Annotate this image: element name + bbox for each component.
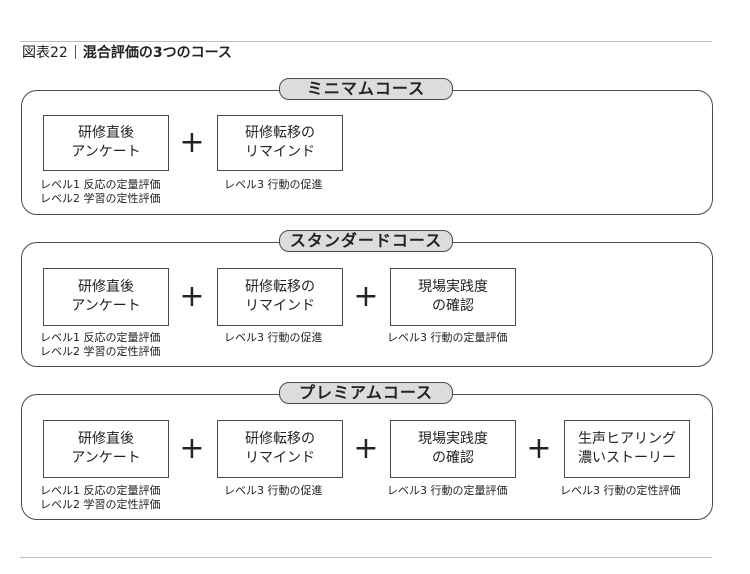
eval-line: レベル2 学習の定性評価 (40, 192, 161, 205)
top-rule (20, 41, 712, 42)
step-label-line1: 生声ヒアリング (578, 431, 676, 447)
step-label-line2: リマインド (245, 144, 315, 160)
eval-line: レベル3 行動の定性評価 (560, 484, 681, 497)
eval-line: レベル1 反応の定量評価 (40, 331, 161, 344)
step-label-line2: アンケート (71, 144, 141, 160)
step-label-line1: 研修直後 (78, 431, 134, 447)
eval-line: レベル3 行動の促進 (224, 178, 323, 191)
eval-line: レベル2 学習の定性評価 (40, 498, 161, 511)
figure-number: 図表22 (22, 45, 68, 61)
plus-sign: + (353, 279, 379, 314)
step-label-line1: 現場実践度 (418, 279, 488, 295)
premium-course-title: プレミアムコース (279, 382, 453, 404)
plus-sign: + (179, 279, 205, 314)
plus-sign: + (179, 431, 205, 466)
minimum-step-survey: 研修直後 アンケート (43, 115, 169, 171)
plus-sign: + (526, 431, 552, 466)
standard-step-practice-check: 現場実践度 の確認 (390, 268, 516, 326)
step-label-line1: 現場実践度 (418, 431, 488, 447)
standard-step-survey: 研修直後 アンケート (43, 268, 169, 326)
step-label-line1: 研修転移の (245, 431, 315, 447)
standard-course-title: スタンダードコース (279, 230, 453, 252)
figure-name: 混合評価の3つのコース (82, 45, 232, 61)
step-label-line2: リマインド (245, 298, 315, 314)
minimum-course-title: ミニマムコース (279, 78, 453, 100)
premium-step-hearing-eval: レベル3 行動の定性評価 (560, 484, 681, 498)
step-label-line2: アンケート (71, 298, 141, 314)
eval-line: レベル2 学習の定性評価 (40, 345, 161, 358)
minimum-step-survey-eval: レベル1 反応の定量評価 レベル2 学習の定性評価 (40, 178, 161, 206)
plus-sign: + (179, 125, 205, 160)
step-label-line1: 研修直後 (78, 125, 134, 141)
minimum-step-remind-eval: レベル3 行動の促進 (224, 178, 323, 192)
step-label-line1: 研修直後 (78, 279, 134, 295)
minimum-step-remind: 研修転移の リマインド (217, 115, 343, 171)
premium-step-survey-eval: レベル1 反応の定量評価 レベル2 学習の定性評価 (40, 484, 161, 512)
premium-step-practice-check-eval: レベル3 行動の定量評価 (387, 484, 508, 498)
standard-step-practice-check-eval: レベル3 行動の定量評価 (387, 331, 508, 345)
step-label-line2: アンケート (71, 450, 141, 466)
eval-line: レベル3 行動の促進 (224, 331, 323, 344)
plus-sign: + (353, 431, 379, 466)
step-label-line2: 濃いストーリー (578, 450, 676, 466)
title-separator (74, 45, 76, 59)
premium-step-survey: 研修直後 アンケート (43, 420, 169, 478)
eval-line: レベル3 行動の定量評価 (387, 484, 508, 497)
eval-line: レベル3 行動の促進 (224, 484, 323, 497)
step-label-line1: 研修転移の (245, 279, 315, 295)
standard-step-survey-eval: レベル1 反応の定量評価 レベル2 学習の定性評価 (40, 331, 161, 359)
eval-line: レベル1 反応の定量評価 (40, 484, 161, 497)
figure-title: 図表22 混合評価の3つのコース (22, 44, 232, 62)
eval-line: レベル3 行動の定量評価 (387, 331, 508, 344)
step-label-line2: リマインド (245, 450, 315, 466)
premium-step-hearing: 生声ヒアリング 濃いストーリー (564, 420, 690, 478)
premium-step-remind-eval: レベル3 行動の促進 (224, 484, 323, 498)
step-label-line1: 研修転移の (245, 125, 315, 141)
standard-step-remind-eval: レベル3 行動の促進 (224, 331, 323, 345)
standard-step-remind: 研修転移の リマインド (217, 268, 343, 326)
step-label-line2: の確認 (432, 450, 474, 466)
eval-line: レベル1 反応の定量評価 (40, 178, 161, 191)
step-label-line2: の確認 (432, 298, 474, 314)
premium-step-practice-check: 現場実践度 の確認 (390, 420, 516, 478)
premium-step-remind: 研修転移の リマインド (217, 420, 343, 478)
bottom-rule (20, 557, 712, 558)
